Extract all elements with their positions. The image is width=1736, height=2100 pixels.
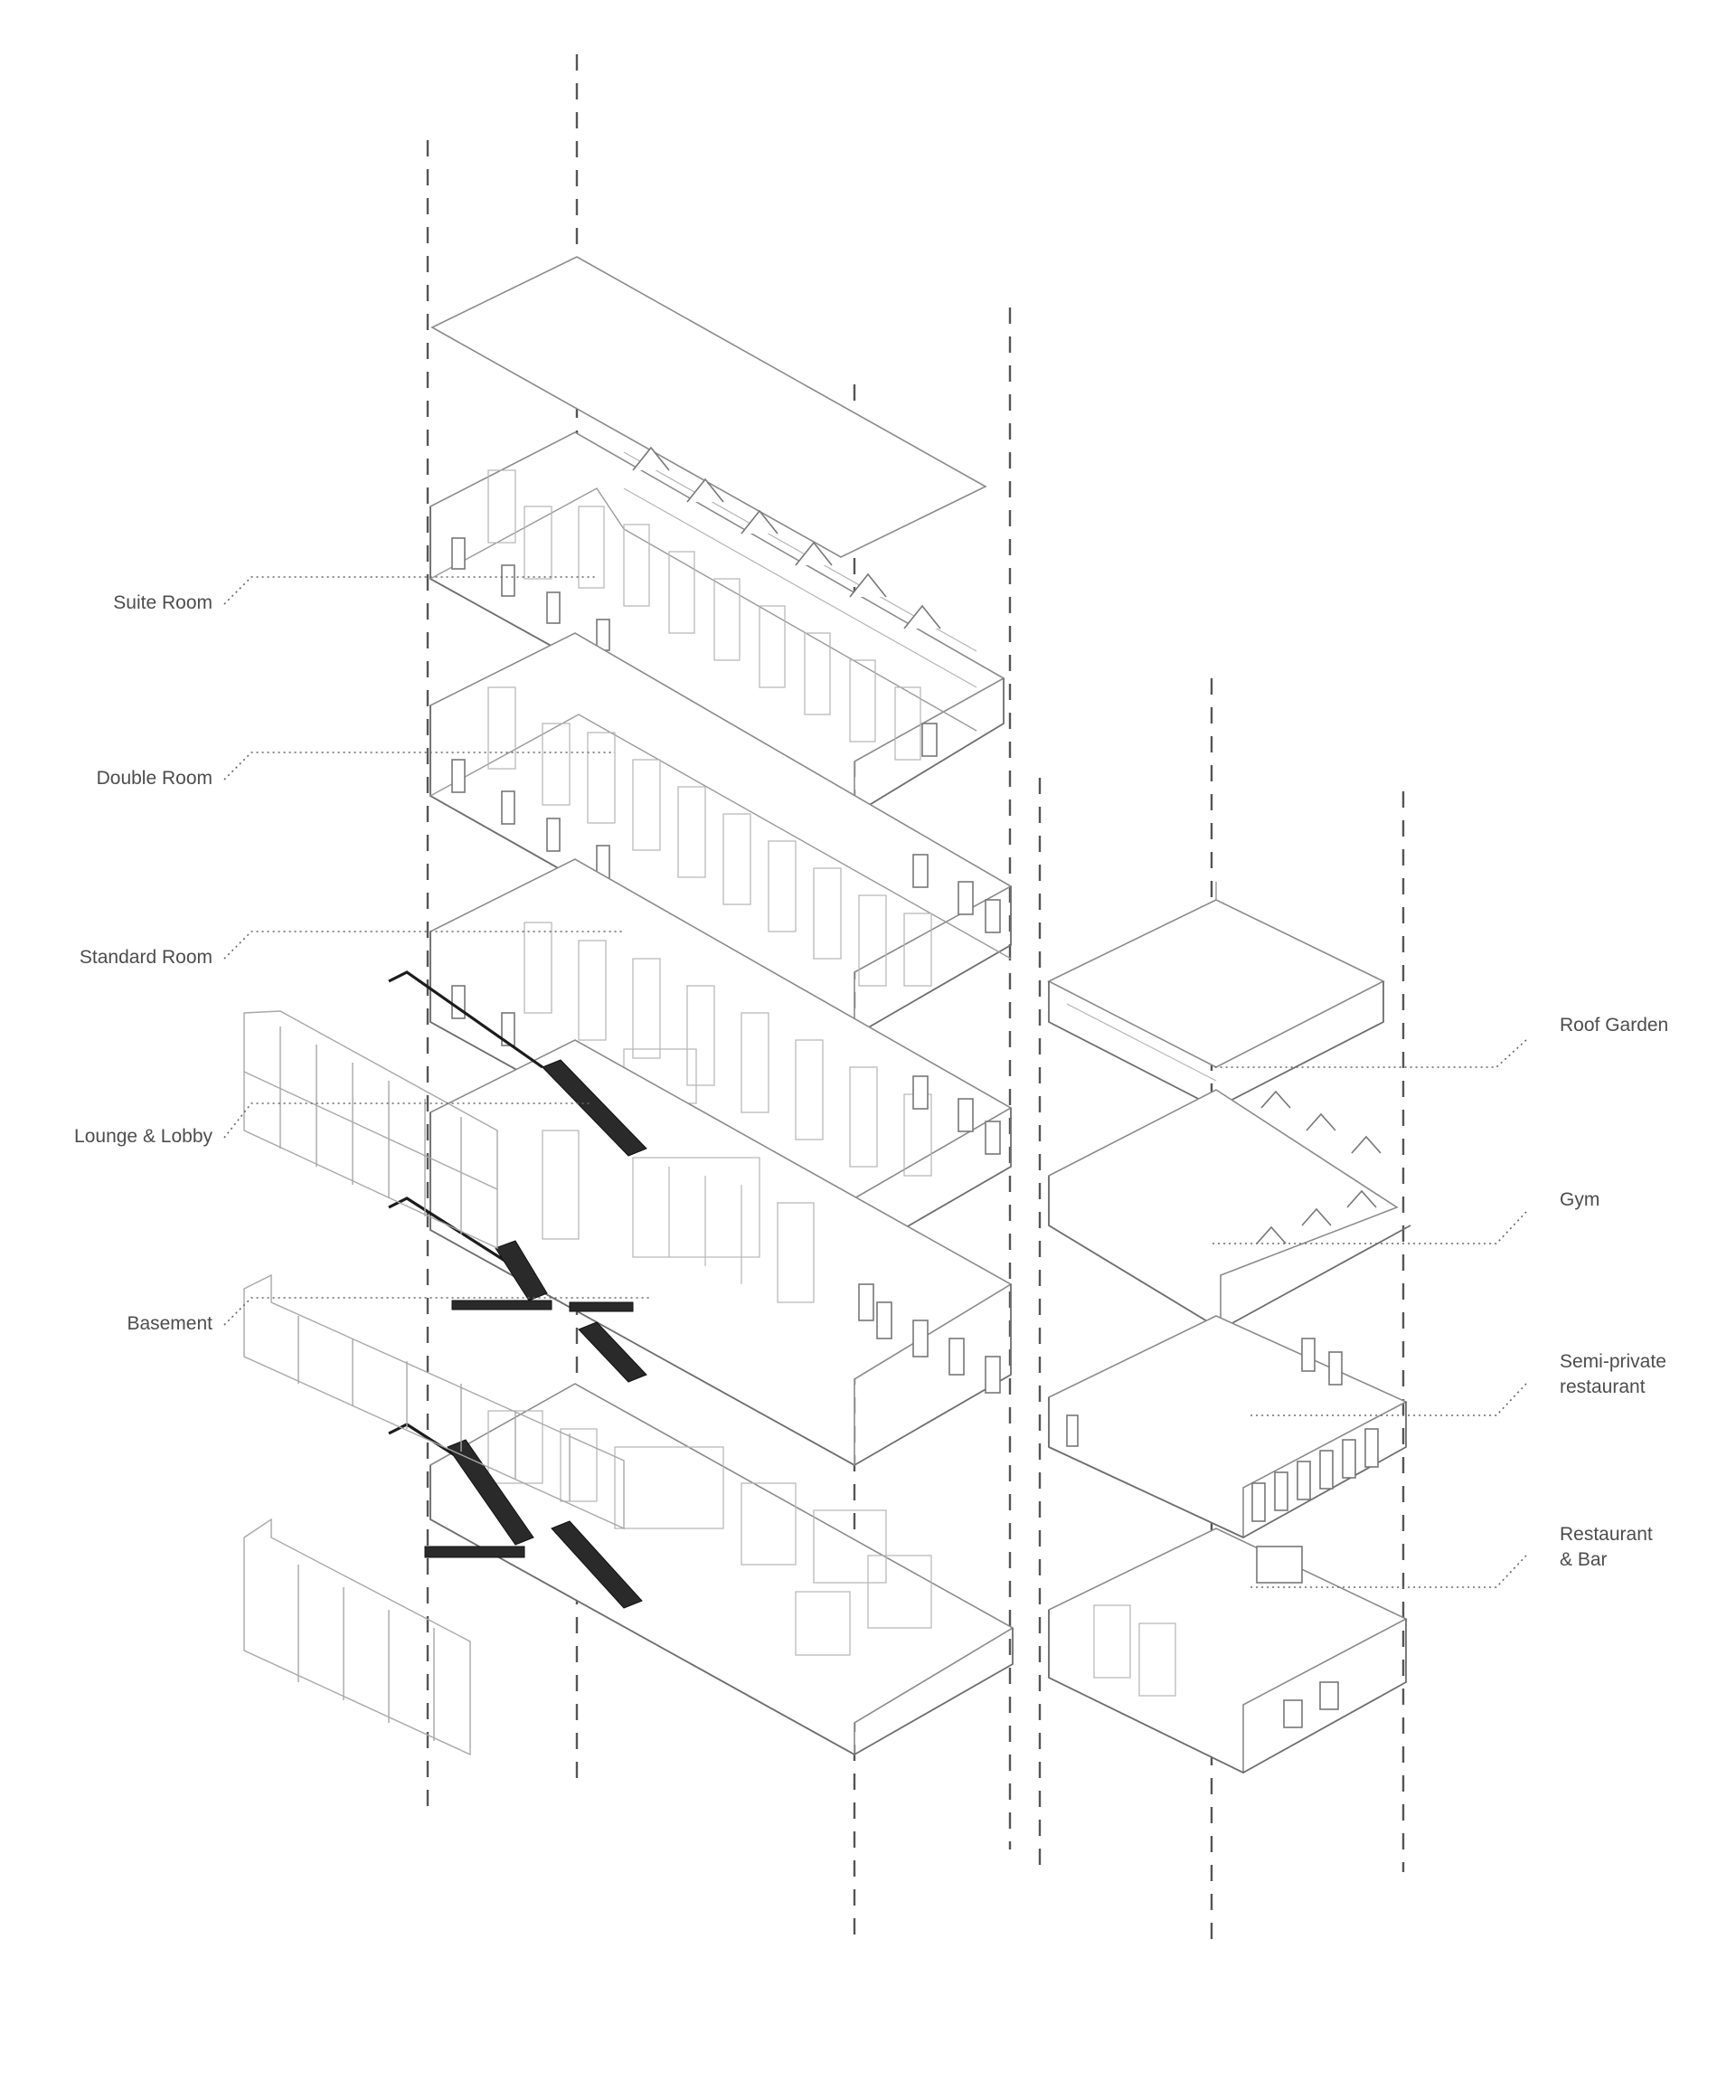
restaurant-bar-floor	[1048, 1528, 1408, 1774]
label-semi-private-restaurant: Semi-private restaurant	[1560, 1351, 1666, 1397]
label-double-room: Double Room	[96, 768, 212, 789]
gym-floor	[1048, 1089, 1411, 1331]
basement-floor	[429, 1383, 1014, 1756]
label-gym: Gym	[1560, 1189, 1600, 1210]
semi-private-restaurant-floor	[1048, 1315, 1408, 1539]
suite-room-floor	[429, 431, 1005, 816]
label-suite-room: Suite Room	[113, 592, 212, 613]
label-basement: Basement	[127, 1313, 212, 1334]
stairs	[388, 970, 647, 1609]
label-standard-room: Standard Room	[79, 947, 212, 968]
lounge-lobby-floor	[429, 1039, 1013, 1467]
glass-facade-panels	[243, 1010, 625, 1756]
label-lounge-lobby: Lounge & Lobby	[74, 1126, 212, 1147]
label-roof-garden: Roof Garden	[1560, 1015, 1669, 1036]
label-restaurant-bar: Restaurant & Bar	[1560, 1524, 1653, 1570]
roof-garden-floor	[1047, 882, 1385, 1110]
leader-lines	[223, 576, 1527, 1588]
